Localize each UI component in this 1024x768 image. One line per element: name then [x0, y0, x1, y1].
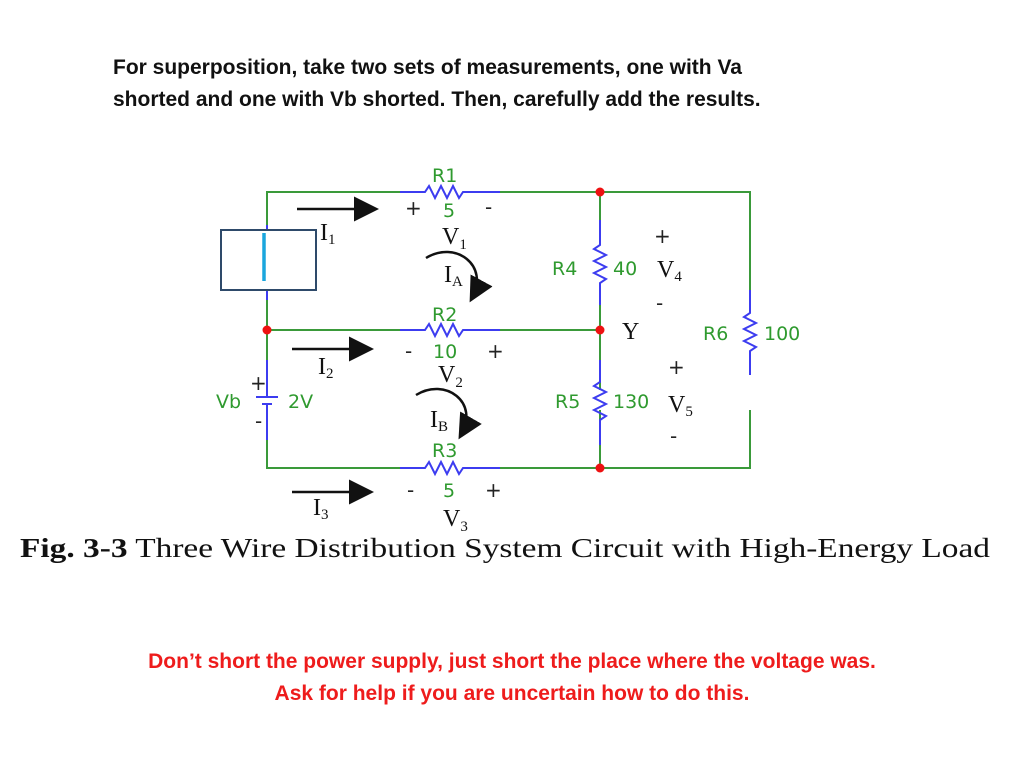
r1-minus: - [485, 195, 492, 219]
components [256, 183, 759, 477]
r2-minus: - [405, 339, 412, 363]
r1-label: R1 [432, 165, 457, 187]
instructions: For superposition, take two sets of meas… [113, 52, 761, 116]
vb-plus: + [250, 371, 267, 395]
instructions-line-1: For superposition, take two sets of meas… [113, 56, 742, 79]
r1-value: 5 [443, 200, 455, 222]
i3-label: I3 [313, 495, 329, 523]
resistor-r6 [741, 290, 759, 375]
vb-minus: - [255, 409, 262, 433]
r2-plus: + [487, 339, 504, 363]
r4-label: R4 [552, 258, 577, 280]
resistor-r1 [400, 183, 500, 201]
instructions-line-2: shorted and one with Vb shorted. Then, c… [113, 88, 761, 111]
resistor-r4 [591, 220, 609, 305]
battery-vb [256, 360, 278, 440]
wires [266, 191, 751, 469]
nodes [262, 187, 605, 473]
r3-minus: - [407, 478, 414, 502]
r3-plus: + [485, 478, 502, 502]
ib-label: IB [430, 407, 448, 435]
r6-value: 100 [764, 323, 800, 345]
v4-label: V4 [657, 257, 682, 285]
r3-label: R3 [432, 440, 457, 462]
vb-label: Vb [216, 391, 241, 413]
i1-label: I1 [320, 220, 336, 248]
v4-minus: - [656, 291, 663, 315]
v5-label: V5 [668, 392, 693, 420]
ia-label: IA [444, 262, 463, 290]
warning-line-2: Ask for help if you are uncertain how to… [274, 682, 750, 705]
warning-note: Don’t short the power supply, just short… [0, 646, 1024, 710]
r5-value: 130 [613, 391, 649, 413]
v1-label: V1 [442, 224, 467, 253]
warning-line-1: Don’t short the power supply, just short… [148, 650, 876, 673]
v4-plus: + [654, 224, 671, 248]
node-y-label: Y [622, 319, 639, 345]
v3-label: V3 [443, 506, 468, 535]
v2-label: V2 [438, 362, 463, 391]
v5-plus: + [668, 355, 685, 379]
resistor-r5 [591, 360, 609, 445]
voltage-source-va-cover [220, 229, 317, 291]
resistor-r3 [400, 459, 500, 477]
r3-value: 5 [443, 480, 455, 502]
current-arrows [292, 196, 493, 505]
r4-value: 40 [613, 258, 637, 280]
i2-label: I2 [318, 354, 334, 382]
r6-label: R6 [703, 323, 728, 345]
r2-value: 10 [433, 341, 457, 363]
vb-value: 2V [288, 391, 313, 413]
r5-label: R5 [555, 391, 580, 413]
figure-caption: Fig. 3-3 Three Wire Distribution System … [20, 533, 991, 563]
r2-label: R2 [432, 304, 457, 326]
r1-plus: + [405, 196, 422, 220]
resistor-r2 [400, 321, 500, 339]
v5-minus: - [670, 424, 677, 448]
